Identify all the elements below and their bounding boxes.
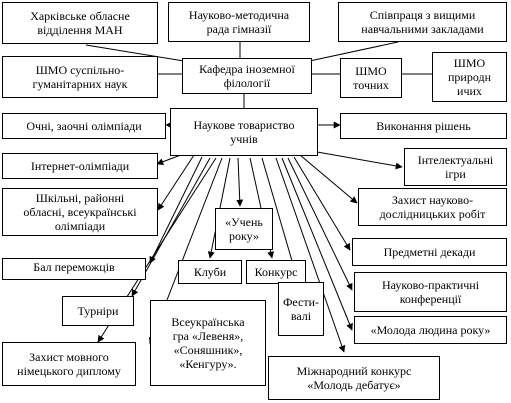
node-school-olympiads: Шкільні, районні обласні, всеукраїнські …: [2, 188, 158, 236]
node-festivals: Фести- валі: [278, 282, 324, 336]
node-internet-olympiads: Інтернет-олімпіади: [2, 153, 158, 179]
node-scientific-society: Наукове товариство учнів: [170, 108, 318, 156]
node-research-defense: Захист науково- дослідницьких робіт: [358, 188, 507, 226]
arrow-to-festivals: [261, 157, 299, 279]
arrow-man-to-dept: [85, 44, 191, 63]
arrow-to-intellectual: [305, 149, 403, 170]
node-young-person-of-year: «Молода людина року»: [354, 316, 507, 344]
node-shmo-exact: ШМО точних: [340, 58, 402, 98]
node-decision-execution: Виконання рішень: [340, 113, 507, 139]
arrow-to-conferences: [287, 157, 353, 291]
node-german-diploma-defense: Захист мовного німецького диплому: [2, 342, 136, 386]
arrow-to-school-olympiads: [157, 154, 195, 211]
arrow-to-research: [299, 154, 358, 204]
node-method-council: Науково-методична рада гімназії: [168, 2, 310, 42]
node-conferences: Науково-практичні конференції: [354, 272, 507, 312]
node-winners-ball: Бал переможців: [2, 258, 146, 280]
arrow-to-intl-contest: [275, 157, 346, 353]
node-kharkiv-man: Харківське обласне відділення МАН: [2, 2, 158, 44]
node-clubs: Клуби: [178, 260, 242, 284]
node-foreign-philology-dept: Кафедра іноземної філології: [182, 58, 312, 94]
node-subject-decades: Предметні декади: [352, 238, 507, 266]
node-shmo-humanities: ШМО суспільно- гуманітарних наук: [2, 56, 158, 98]
node-fulltime-correspondence-olympiads: Очні, заочні олімпіади: [2, 113, 166, 139]
node-cooperation-universities: Співпраця з вищими навчальними закладами: [338, 2, 507, 42]
node-contest: Конкурс: [246, 260, 306, 284]
node-student-of-year: «Учень року»: [215, 208, 273, 250]
arrow-to-subject-decades: [293, 156, 351, 251]
node-national-games: Всеукраїнська гра «Левеня», «Соняшник», …: [150, 300, 266, 386]
node-shmo-natural: ШМО природн ичих: [432, 52, 507, 102]
arrow-coop-to-dept: [304, 41, 399, 63]
arrow-to-student-year: [236, 157, 244, 207]
node-tournaments: Турніри: [62, 296, 134, 326]
arrow-to-winners-ball: [149, 156, 203, 264]
node-intl-contest-debates: Міжнародний конкурс «Молодь дебатує»: [268, 356, 440, 400]
node-intellectual-games: Інтелектуальні ігри: [404, 148, 507, 186]
arrow-to-young-person: [281, 157, 353, 331]
